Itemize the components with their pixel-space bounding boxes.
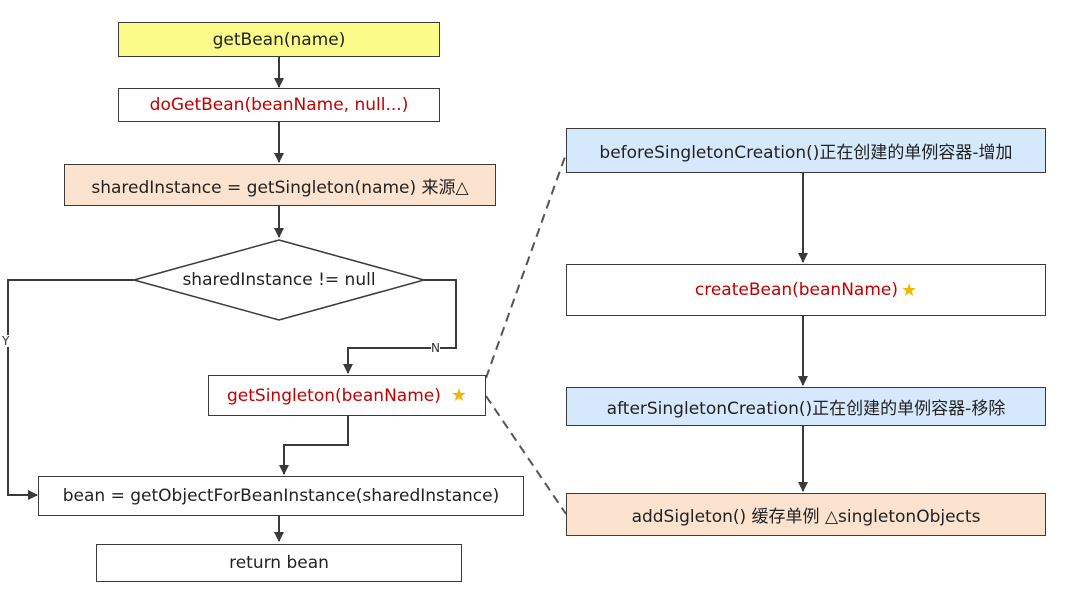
star-icon: ★: [901, 279, 918, 301]
arrow-yes-branch: [7, 279, 134, 500]
add-singleton-label: addSigleton() 缓存单例 △singletonObjects: [631, 507, 981, 527]
before-creation-node: beforeSingletonCreation()正在创建的单例容器-增加: [566, 128, 1046, 173]
getobject-label: bean = getObjectForBeanInstance(sharedIn…: [62, 486, 500, 506]
after-creation-node: afterSingletonCreation()正在创建的单例容器-移除: [566, 387, 1046, 426]
dogetbean-label: doGetBean(beanName, null...): [149, 95, 409, 115]
before-creation-label: beforeSingletonCreation()正在创建的单例容器-增加: [599, 143, 1013, 163]
getbean-label: getBean(name): [212, 29, 346, 50]
getobject-node: bean = getObjectForBeanInstance(sharedIn…: [38, 476, 524, 516]
dashed-link-bottom: [485, 395, 567, 515]
dogetbean-node: doGetBean(beanName, null...): [118, 88, 440, 122]
shared-instance-label: sharedInstance = getSingleton(name) 来源△: [91, 177, 469, 198]
no-label: N: [431, 341, 440, 355]
shared-instance-node: sharedInstance = getSingleton(name) 来源△: [64, 164, 496, 206]
after-creation-label: afterSingletonCreation()正在创建的单例容器-移除: [606, 399, 1006, 419]
condition-text: sharedInstance != null: [154, 266, 404, 294]
dashed-link-top: [485, 153, 567, 379]
condition-diamond: [131, 239, 427, 321]
arrow-no-branch: [343, 279, 457, 374]
return-bean-label: return bean: [229, 553, 329, 573]
getsingleton-node: getSingleton(beanName) ★: [208, 375, 486, 416]
yes-label: Y: [2, 334, 10, 348]
create-bean-label: createBean(beanName): [694, 280, 898, 300]
getbean-node: getBean(name): [118, 22, 440, 57]
create-bean-node: createBean(beanName) ★: [566, 264, 1046, 316]
star-icon: ★: [450, 385, 468, 406]
return-bean-node: return bean: [96, 544, 462, 582]
add-singleton-node: addSigleton() 缓存单例 △singletonObjects: [566, 493, 1046, 536]
condition-label: sharedInstance != null: [182, 270, 376, 290]
arrow-getsingleton-getobject: [279, 416, 349, 475]
getsingleton-label: getSingleton(beanName): [226, 385, 441, 406]
